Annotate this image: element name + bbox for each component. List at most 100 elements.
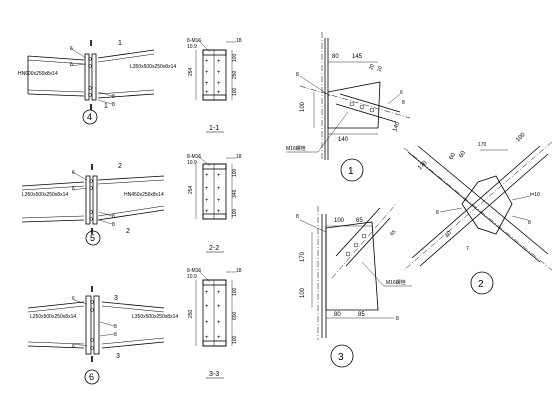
detail-6-left-member: L250x500x250x8x14 xyxy=(30,314,76,320)
section-1-1-dim-b: 100 xyxy=(232,53,238,62)
svg-text:+: + xyxy=(217,81,221,87)
node-3-dim-7: 85 xyxy=(358,312,365,318)
detail-5-weld-4: 8 xyxy=(112,222,115,228)
svg-text:+: + xyxy=(217,304,221,310)
svg-text:+: + xyxy=(217,186,221,192)
node-2-dim-3: 100 xyxy=(515,132,527,144)
section-2-2-dim-c: 346 xyxy=(232,189,238,198)
section-1-1-dim-c: 250 xyxy=(232,70,238,79)
svg-text:+: + xyxy=(217,70,221,76)
svg-text:+: + xyxy=(205,320,209,326)
node-2-number: 2 xyxy=(478,279,484,290)
section-1-1-dim-a: 254 xyxy=(188,67,194,76)
svg-text:+: + xyxy=(205,186,209,192)
section-2-2-title: 2-2 xyxy=(209,245,219,252)
node-3-dim-3: 170 xyxy=(300,251,306,262)
node-1-weld-2: 6 xyxy=(400,90,403,96)
node-3-dim-2: 65 xyxy=(356,218,363,224)
node-2-weld-3: 7 xyxy=(466,246,469,252)
detail-4-weld-2: 6 xyxy=(70,62,73,68)
section-3-3-bolt-callout: 8-M16 xyxy=(187,268,201,274)
detail-4-weld-4: 8 xyxy=(112,102,115,108)
section-3-3-dim-b: 100 xyxy=(232,287,238,296)
node-1-weld-1: 8 xyxy=(296,72,299,78)
detail-5-left-member: L350x500x250x8x14 xyxy=(22,192,68,198)
node-1-dim-1: 80 xyxy=(332,54,339,60)
node-1-bolt-note: M16螺栓 xyxy=(286,145,306,152)
svg-text:+: + xyxy=(205,173,209,179)
detail-6-right-member: L350x500x250x8x14 xyxy=(132,314,178,320)
svg-text:+: + xyxy=(205,81,209,87)
node-3-bolts xyxy=(345,233,367,257)
section-1-1-dim-d: 100 xyxy=(232,87,238,96)
section-1-1-bolt-grade: 10.9 xyxy=(187,44,197,50)
section-3-3-dim-a: 250 xyxy=(188,309,194,318)
node-3-weld-1: 8 xyxy=(296,214,299,220)
section-2-2-plate-thk: 18 xyxy=(236,154,242,160)
node-3-weld-2: 8 xyxy=(396,316,399,322)
section-2-2: 8-M16 10.9 18 ++ ++ ++ ++ 254 100 346 10… xyxy=(187,154,242,253)
svg-text:+: + xyxy=(205,59,209,65)
node-2-dim-1: 170 xyxy=(478,142,487,148)
detail-6-beam-splice: 3 3 6 6 8 8 L250x500x250x8x14 L350x500x2… xyxy=(27,286,178,385)
svg-text:+: + xyxy=(217,90,221,96)
node-2-dim-2: 170 xyxy=(417,160,429,172)
node-1-dim-7: 10 xyxy=(376,65,384,72)
node-3-dim-4: 65 xyxy=(389,229,397,237)
svg-text:+: + xyxy=(217,209,221,215)
node-1-number: 1 xyxy=(348,166,354,177)
section-1-1-bolts: ++ ++ ++ ++ xyxy=(205,59,221,96)
node-2-dim-5: 60 xyxy=(459,150,468,159)
detail-5-number: 5 xyxy=(90,233,95,243)
node-3-dim-1: 100 xyxy=(334,218,345,224)
node-1-bolts xyxy=(349,101,375,113)
node-3-dim-5: 100 xyxy=(300,287,306,298)
svg-text:+: + xyxy=(217,198,221,204)
node-1-dim-4: 140 xyxy=(338,137,349,143)
detail-4-number: 4 xyxy=(87,112,92,122)
node-1-dim-6: 20 xyxy=(368,63,376,70)
section-3-3-bolts: ++ ++ ++ ++ xyxy=(205,290,221,341)
detail-5-cut-label: 2 xyxy=(118,163,122,170)
detail-5-right-member: HN450x250x8x14 xyxy=(124,192,164,198)
node-1-number-circle xyxy=(340,158,364,182)
section-3-3-title: 3-3 xyxy=(209,371,219,378)
node-2-plate-note: t=10 xyxy=(530,192,540,198)
detail-6-weld-4: 8 xyxy=(114,332,117,338)
node-3-dim-6: 80 xyxy=(334,312,341,318)
detail-4-cut-label-bottom: 1 xyxy=(104,103,108,110)
section-1-1-title: 1-1 xyxy=(209,125,219,132)
section-2-2-bolts: ++ ++ ++ ++ xyxy=(205,173,221,215)
detail-6-weld-1: 6 xyxy=(72,296,75,302)
detail-5-cut-label-bottom: 2 xyxy=(126,228,130,235)
detail-5-weld-2: 6 xyxy=(72,186,75,192)
node-1-dim-2: 145 xyxy=(352,54,363,60)
section-3-3-dim-c: 600 xyxy=(232,311,238,320)
svg-text:+: + xyxy=(217,173,221,179)
detail-4-left-member: HN600x250x8x14 xyxy=(18,71,58,77)
detail-5-bolts xyxy=(89,179,93,221)
detail-4-right-member: L350x500x250x8x14 xyxy=(130,64,176,70)
detail-6-weld-2: 6 xyxy=(72,344,75,350)
svg-text:+: + xyxy=(205,304,209,310)
svg-text:+: + xyxy=(217,335,221,341)
node-2-cross-bracing: 170 170 100 60 60 40 t=10 8 8 7 2 xyxy=(403,132,553,295)
section-2-2-dim-a: 254 xyxy=(188,185,194,194)
detail-6-cut-label-bottom: 3 xyxy=(116,353,120,360)
svg-text:+: + xyxy=(205,335,209,341)
svg-text:+: + xyxy=(205,90,209,96)
section-3-3-plate-thk: 18 xyxy=(236,268,242,274)
node-3-number-circle xyxy=(330,344,354,368)
svg-text:+: + xyxy=(205,70,209,76)
svg-text:+: + xyxy=(217,320,221,326)
detail-5-weld-3: 8 xyxy=(112,214,115,220)
node-2-dim-4: 60 xyxy=(449,152,458,161)
svg-text:+: + xyxy=(205,198,209,204)
detail-6-number: 6 xyxy=(89,372,94,382)
node-2-number-circle xyxy=(470,271,494,295)
detail-6-cut-label: 3 xyxy=(114,295,118,302)
detail-4-bolts xyxy=(88,57,92,97)
detail-5-weld-1: 6 xyxy=(72,170,75,176)
node-1-brace-connection: 80 145 100 140 140 20 10 8 6 8 M16螺栓 1 xyxy=(286,32,411,182)
